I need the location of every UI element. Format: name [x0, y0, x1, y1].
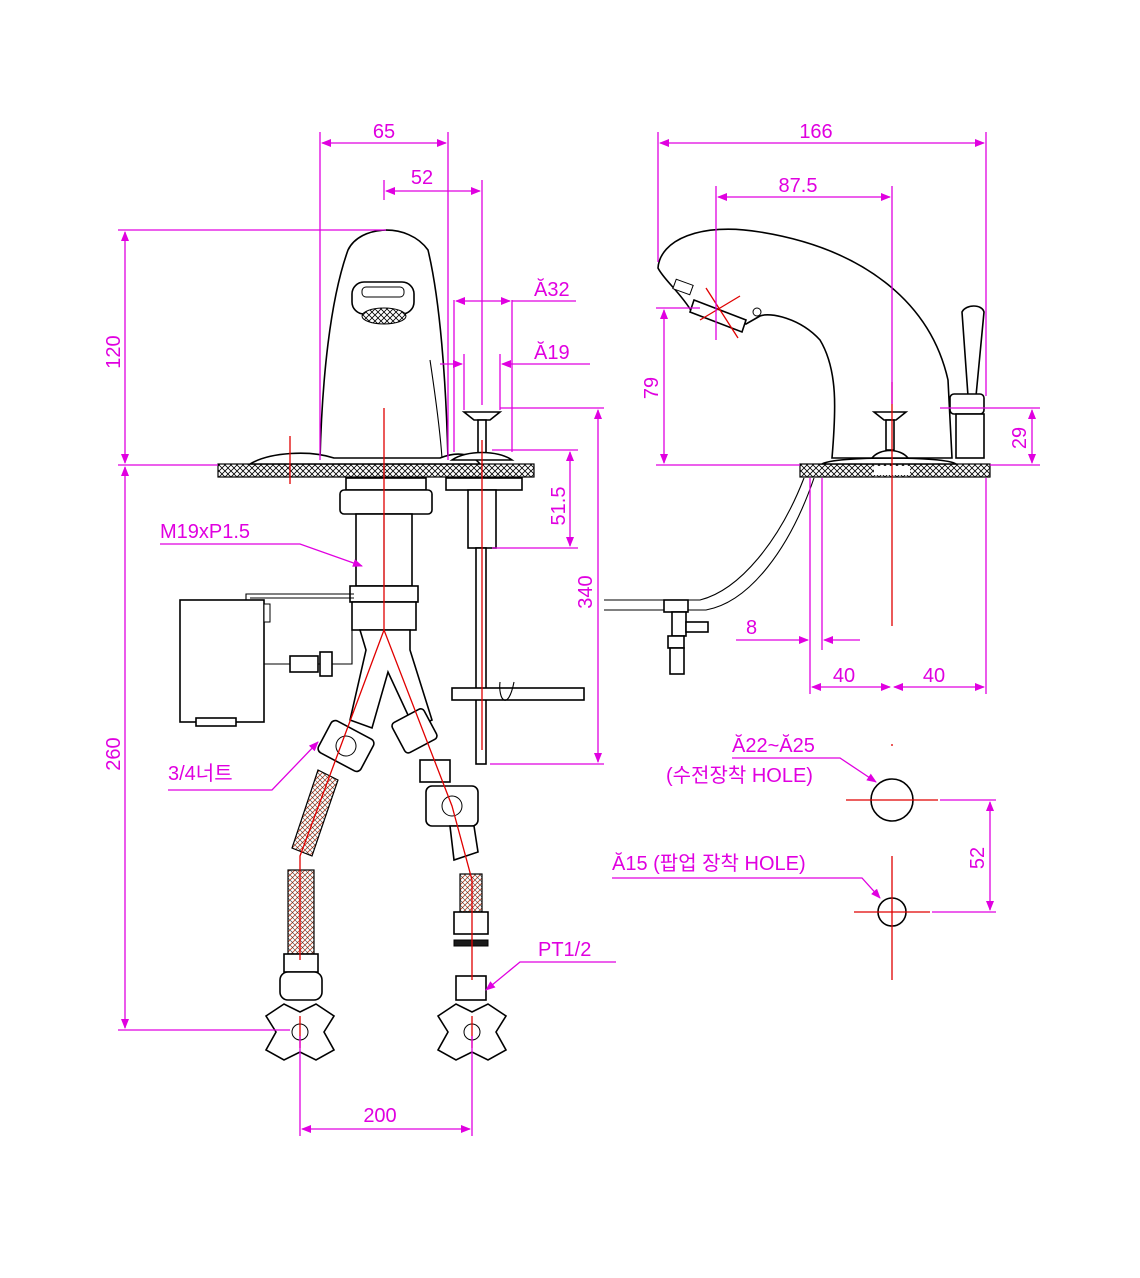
- side-dimensions: 166 87.5 79 29 8 40 40: [641, 121, 1040, 694]
- popup-assembly: [445, 411, 585, 765]
- front-control-box: [179, 599, 265, 723]
- dim-hose-offset: 8: [746, 617, 757, 639]
- label-faucet-hole-line2: (수전장착 HOLE): [666, 764, 813, 787]
- front-dimensions: 65 52 120 260 Ă32 Ă19 51.5: [103, 121, 616, 1136]
- dim-popup-knob-dia: Ă19: [534, 341, 570, 364]
- front-y-fitting: [349, 629, 433, 730]
- label-nut: 3/4너트: [168, 762, 233, 785]
- side-faucet-body: [657, 228, 953, 459]
- dim-popup-rod-dia: Ă32: [534, 278, 570, 301]
- front-aerator: [361, 307, 407, 325]
- dim-shank-length: 51.5: [548, 487, 570, 526]
- dim-lever-height: 29: [1009, 427, 1031, 449]
- dim-popup-length: 340: [575, 575, 597, 608]
- front-view: [179, 229, 585, 1061]
- dim-hole-spacing: 52: [967, 847, 989, 869]
- label-thread: M19xP1.5: [160, 521, 250, 543]
- front-faucet-body: [319, 229, 449, 461]
- front-deck: [217, 463, 535, 478]
- dim-side-left-40: 40: [833, 665, 855, 687]
- dim-side-spout-height: 79: [641, 377, 663, 399]
- dim-below-deck: 260: [103, 737, 125, 770]
- dim-front-spout-offset: 52: [411, 167, 433, 189]
- label-popup-hole: Ă15 (팝업 장착 HOLE): [612, 852, 806, 875]
- dim-side-right-40: 40: [923, 665, 945, 687]
- dim-front-height: 120: [103, 335, 125, 368]
- left-hose-upper: [291, 769, 339, 857]
- left-hose-lower: [287, 869, 315, 955]
- dim-front-width: 65: [373, 121, 395, 143]
- side-view: [604, 228, 991, 675]
- hole-detail: 52 Ă22~Ă25 (수전장착 HOLE) Ă15 (팝업 장착 HOLE): [612, 734, 996, 980]
- dim-hose-spacing: 200: [363, 1105, 396, 1127]
- side-hose: [604, 477, 815, 611]
- dim-side-spout-reach: 87.5: [779, 175, 818, 197]
- right-hose: [459, 873, 483, 913]
- side-lever: [961, 305, 985, 397]
- dim-side-reach: 166: [799, 121, 832, 143]
- label-faucet-hole-line1: Ă22~Ă25: [732, 734, 815, 757]
- label-pipe-thread: PT1/2: [538, 939, 591, 961]
